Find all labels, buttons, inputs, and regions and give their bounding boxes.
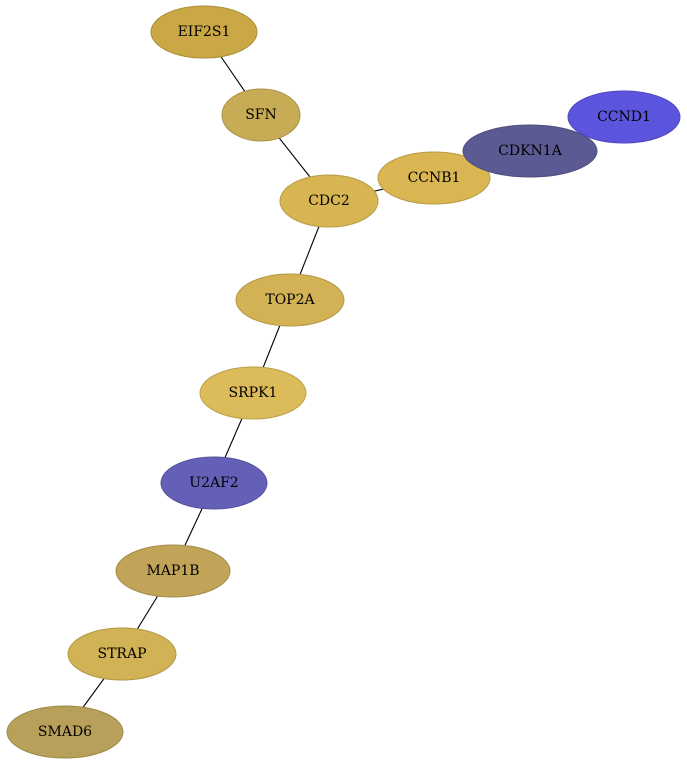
node-shape-ccnb1[interactable] (377, 151, 491, 205)
node-label-sfn: SFN (245, 107, 277, 123)
node-shape-u2af2[interactable] (160, 456, 268, 510)
node-shape-cdc2[interactable] (279, 174, 379, 228)
node-ccnd1[interactable]: CCND1 (567, 90, 681, 144)
node-label-srpk1: SRPK1 (229, 385, 278, 401)
node-sfn[interactable]: SFN (221, 88, 301, 142)
node-shape-top2a[interactable] (235, 273, 345, 327)
node-label-map1b: MAP1B (146, 563, 199, 579)
node-shape-map1b[interactable] (115, 544, 231, 598)
node-srpk1[interactable]: SRPK1 (199, 366, 307, 420)
node-smad6[interactable]: SMAD6 (6, 705, 124, 759)
node-map1b[interactable]: MAP1B (115, 544, 231, 598)
node-shape-srpk1[interactable] (199, 366, 307, 420)
node-label-ccnd1: CCND1 (597, 109, 651, 125)
node-shape-strap[interactable] (67, 627, 177, 681)
node-label-top2a: TOP2A (265, 292, 315, 308)
node-label-cdkn1a: CDKN1A (498, 143, 563, 159)
node-shape-cdkn1a[interactable] (462, 124, 598, 178)
node-label-eif2s1: EIF2S1 (178, 24, 231, 40)
node-top2a[interactable]: TOP2A (235, 273, 345, 327)
node-label-u2af2: U2AF2 (189, 475, 238, 491)
node-shape-eif2s1[interactable] (150, 5, 258, 59)
node-shape-ccnd1[interactable] (567, 90, 681, 144)
node-cdkn1a[interactable]: CDKN1A (462, 124, 598, 178)
node-label-smad6: SMAD6 (38, 724, 92, 740)
node-ccnb1[interactable]: CCNB1 (377, 151, 491, 205)
node-label-strap: STRAP (98, 646, 147, 662)
node-label-cdc2: CDC2 (308, 193, 350, 209)
node-u2af2[interactable]: U2AF2 (160, 456, 268, 510)
node-shape-smad6[interactable] (6, 705, 124, 759)
node-cdc2[interactable]: CDC2 (279, 174, 379, 228)
node-label-ccnb1: CCNB1 (408, 170, 461, 186)
node-eif2s1[interactable]: EIF2S1 (150, 5, 258, 59)
node-strap[interactable]: STRAP (67, 627, 177, 681)
node-shape-sfn[interactable] (221, 88, 301, 142)
